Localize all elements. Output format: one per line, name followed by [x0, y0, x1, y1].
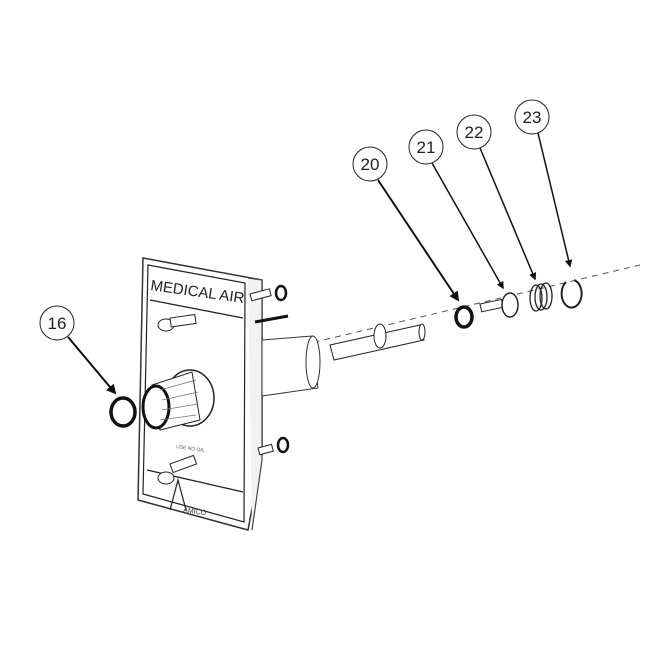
outlet-nozzle [141, 369, 215, 431]
callout-23: 23 [514, 99, 573, 268]
callout-label: 23 [523, 108, 542, 127]
part-23-retaining-ring [560, 279, 583, 309]
part-16-o-ring [109, 396, 137, 428]
callout-16: 16 [39, 305, 117, 395]
callout-label: 22 [465, 123, 484, 142]
callout-22: 22 [456, 114, 537, 281]
callout-label: 16 [48, 314, 67, 333]
callout-20: 20 [352, 146, 460, 302]
part-20-o-ring [454, 305, 474, 329]
callout-21: 21 [408, 129, 504, 290]
callout-label: 20 [361, 155, 380, 174]
callout-label: 21 [417, 138, 436, 157]
plate-screw-top [157, 313, 197, 332]
rear-housing [261, 335, 321, 397]
plate-small-label: USE NO OIL [176, 444, 205, 454]
rear-screw-top [249, 284, 289, 324]
rear-screw-bottom [257, 436, 290, 456]
logo-mark [169, 477, 187, 511]
valve-stem [329, 323, 426, 361]
part-22-spring [529, 282, 553, 312]
logo-text: AMICO [183, 507, 207, 517]
part-21-poppet [479, 292, 519, 318]
plate-screw-bottom [157, 454, 198, 485]
